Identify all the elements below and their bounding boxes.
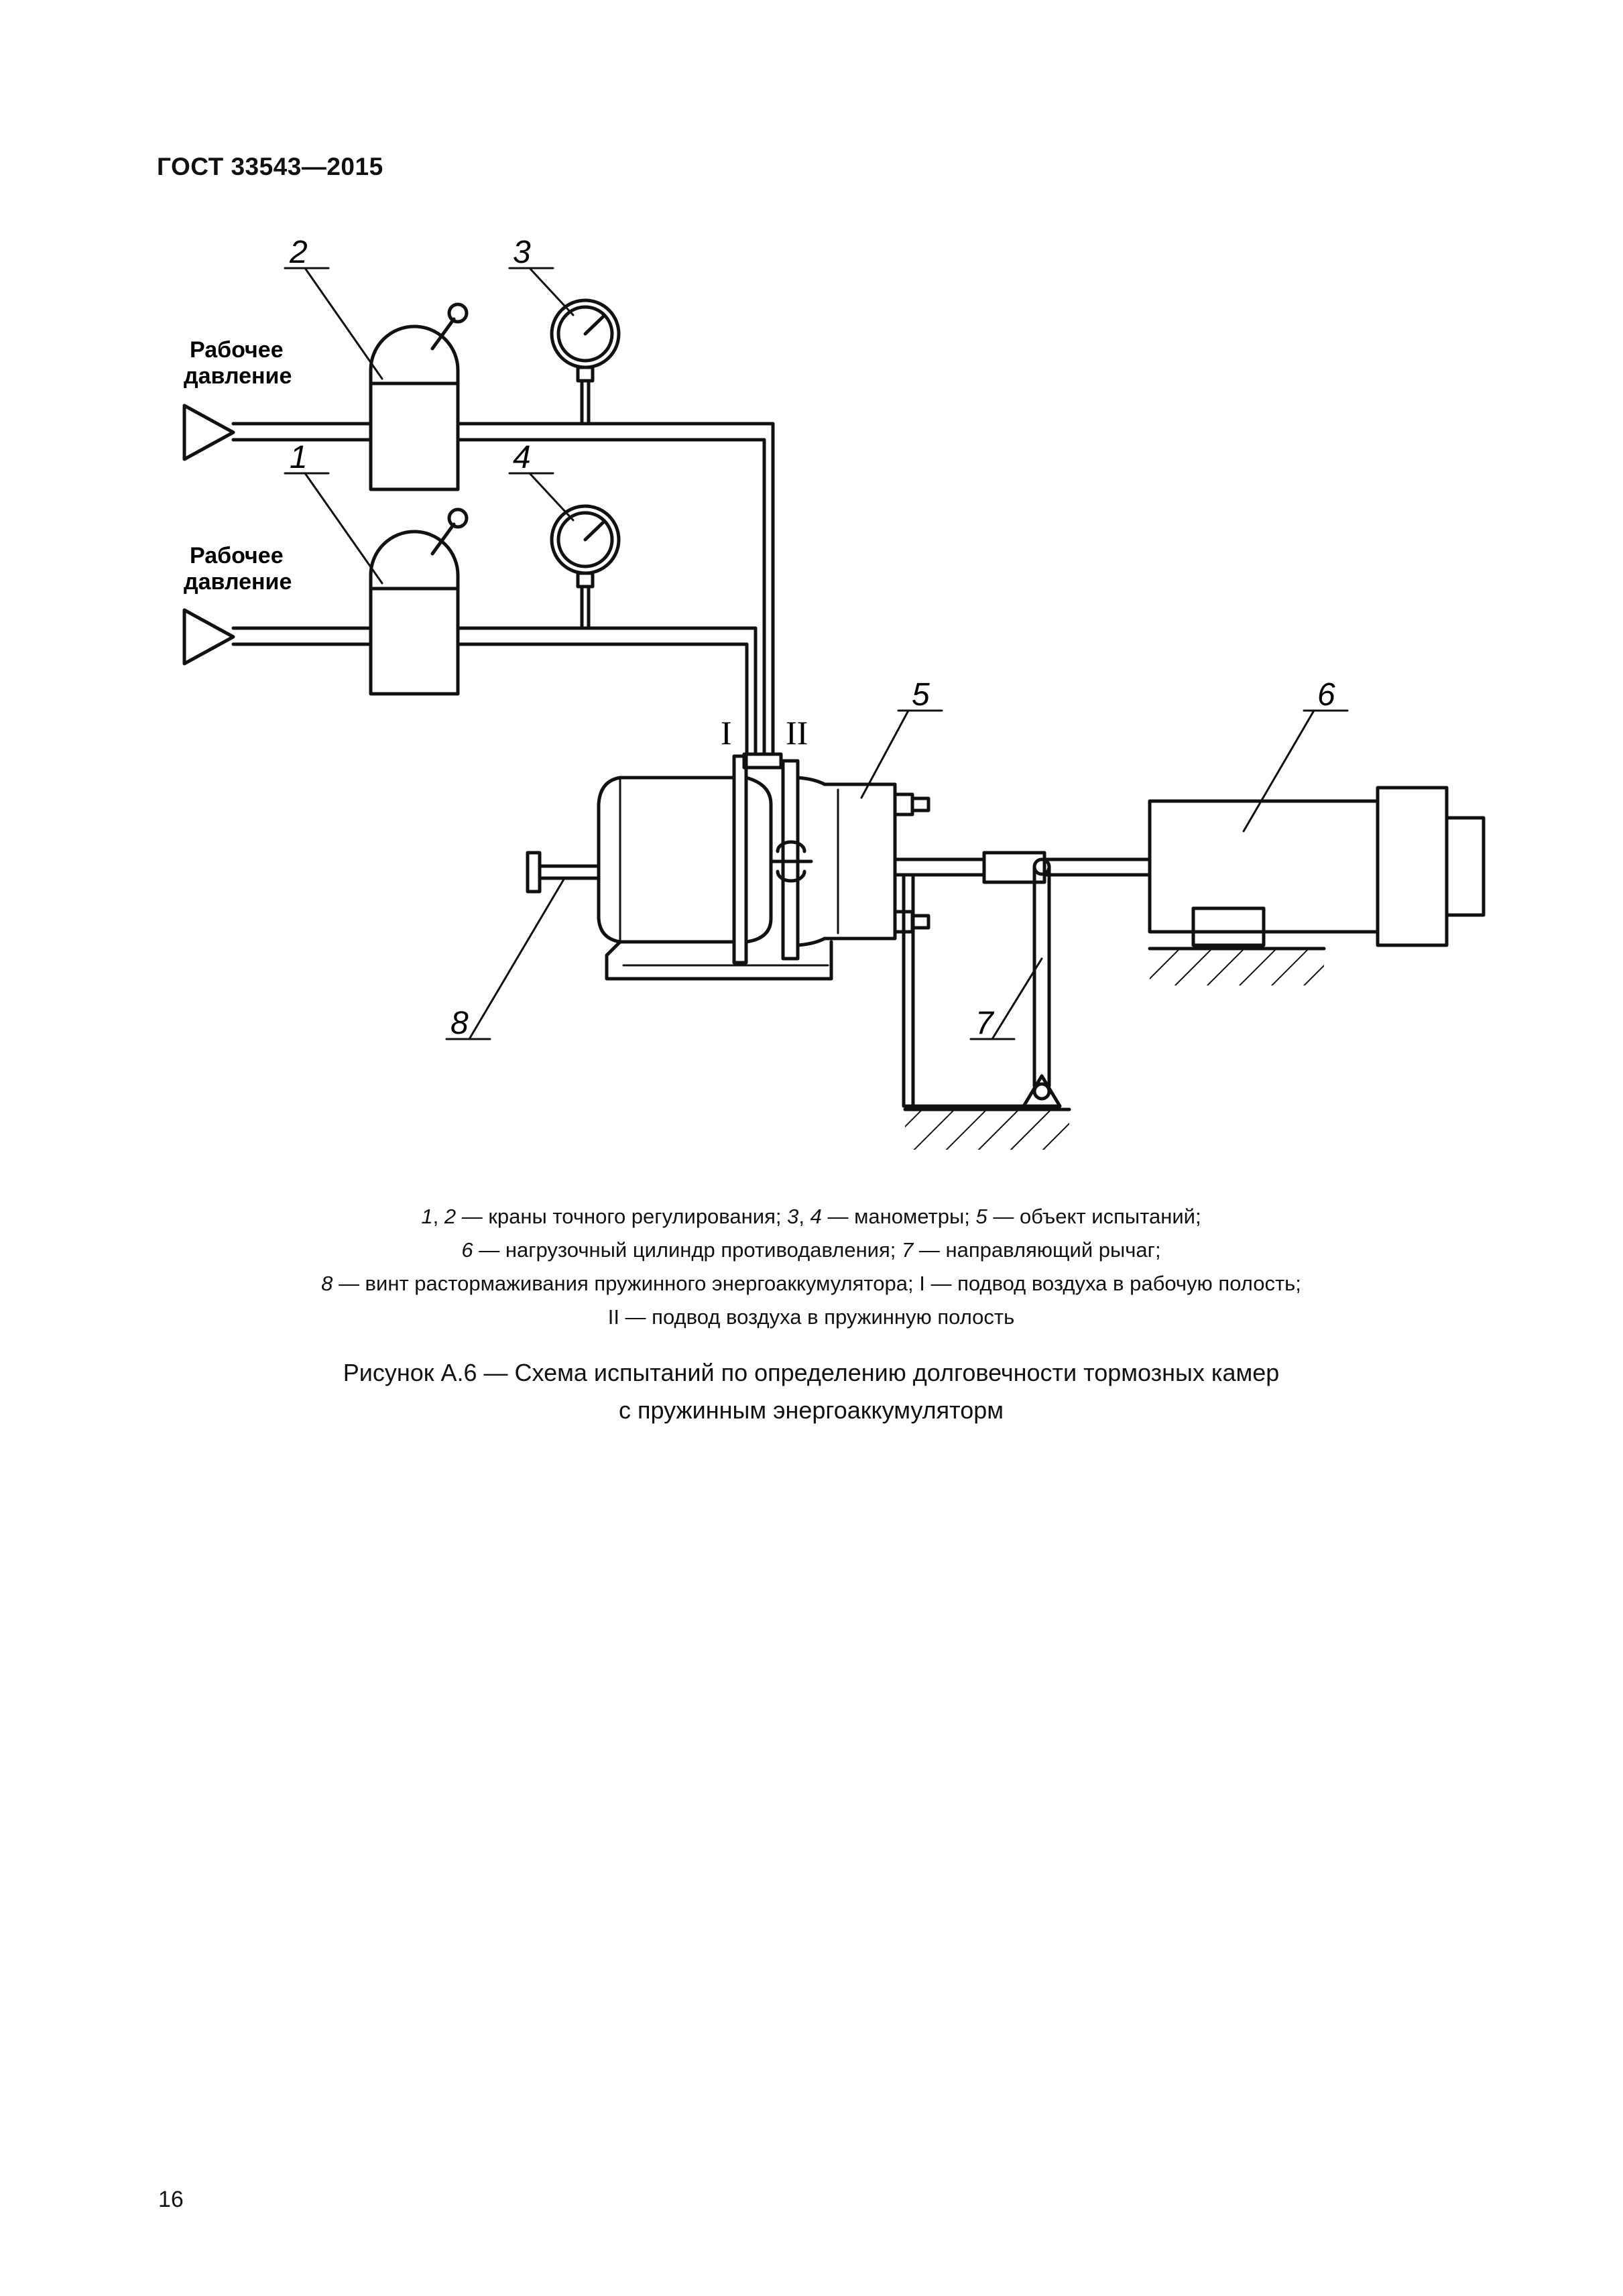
label-8: 8 <box>450 1006 469 1041</box>
release-screw <box>526 851 601 894</box>
figure-caption: Рисунок А.6 — Схема испытаний по определ… <box>161 1354 1461 1429</box>
inlet-label-top-line2: давление <box>184 363 292 389</box>
legend-line-4: II — подвод воздуха в пружинную полость <box>607 1305 1015 1329</box>
inlet-label-bottom-line1: Рабочее <box>190 543 284 568</box>
legend-line-3: 8 — винт растормаживания пружинного энер… <box>321 1272 1301 1295</box>
brake-chamber <box>597 752 930 981</box>
port-label-ii: II <box>786 714 808 751</box>
label-6: 6 <box>1317 677 1335 713</box>
legend-line-2: 6 — нагрузочный цилиндр противодавления;… <box>461 1238 1161 1262</box>
inlet-triangle-top <box>182 404 235 461</box>
gauge-4 <box>550 504 621 630</box>
guide-lever <box>1022 857 1062 1108</box>
port-label-i: I <box>721 714 732 751</box>
caption-line-1: Рисунок А.6 — Схема испытаний по определ… <box>343 1359 1280 1386</box>
page-number: 16 <box>158 2187 184 2212</box>
rod-coupling <box>982 851 1046 884</box>
caption-line-2: с пружинным энергоаккумуляторм <box>618 1396 1004 1424</box>
label-2: 2 <box>289 235 308 270</box>
inlet-triangle-bottom <box>182 608 235 666</box>
load-cylinder <box>1148 786 1486 985</box>
figure-legend: 1, 2 — краны точного регулирования; 3, 4… <box>161 1200 1461 1334</box>
valve-1 <box>369 507 469 696</box>
label-7: 7 <box>975 1006 995 1041</box>
inlet-label-bottom-line2: давление <box>184 569 292 595</box>
valve-2 <box>369 302 469 491</box>
label-1: 1 <box>290 440 308 475</box>
document-header: ГОСТ 33543—2015 <box>157 153 383 180</box>
label-3: 3 <box>513 235 531 270</box>
gauge-3 <box>550 298 621 426</box>
legend-line-1: 1, 2 — краны точного регулирования; 3, 4… <box>421 1205 1201 1228</box>
label-5: 5 <box>912 677 930 713</box>
test-scheme-diagram: 2 1 3 4 5 6 7 8 I II Рабочее давление Ра… <box>182 235 1486 1150</box>
inlet-label-top-line1: Рабочее <box>190 337 284 363</box>
label-4: 4 <box>513 440 531 475</box>
